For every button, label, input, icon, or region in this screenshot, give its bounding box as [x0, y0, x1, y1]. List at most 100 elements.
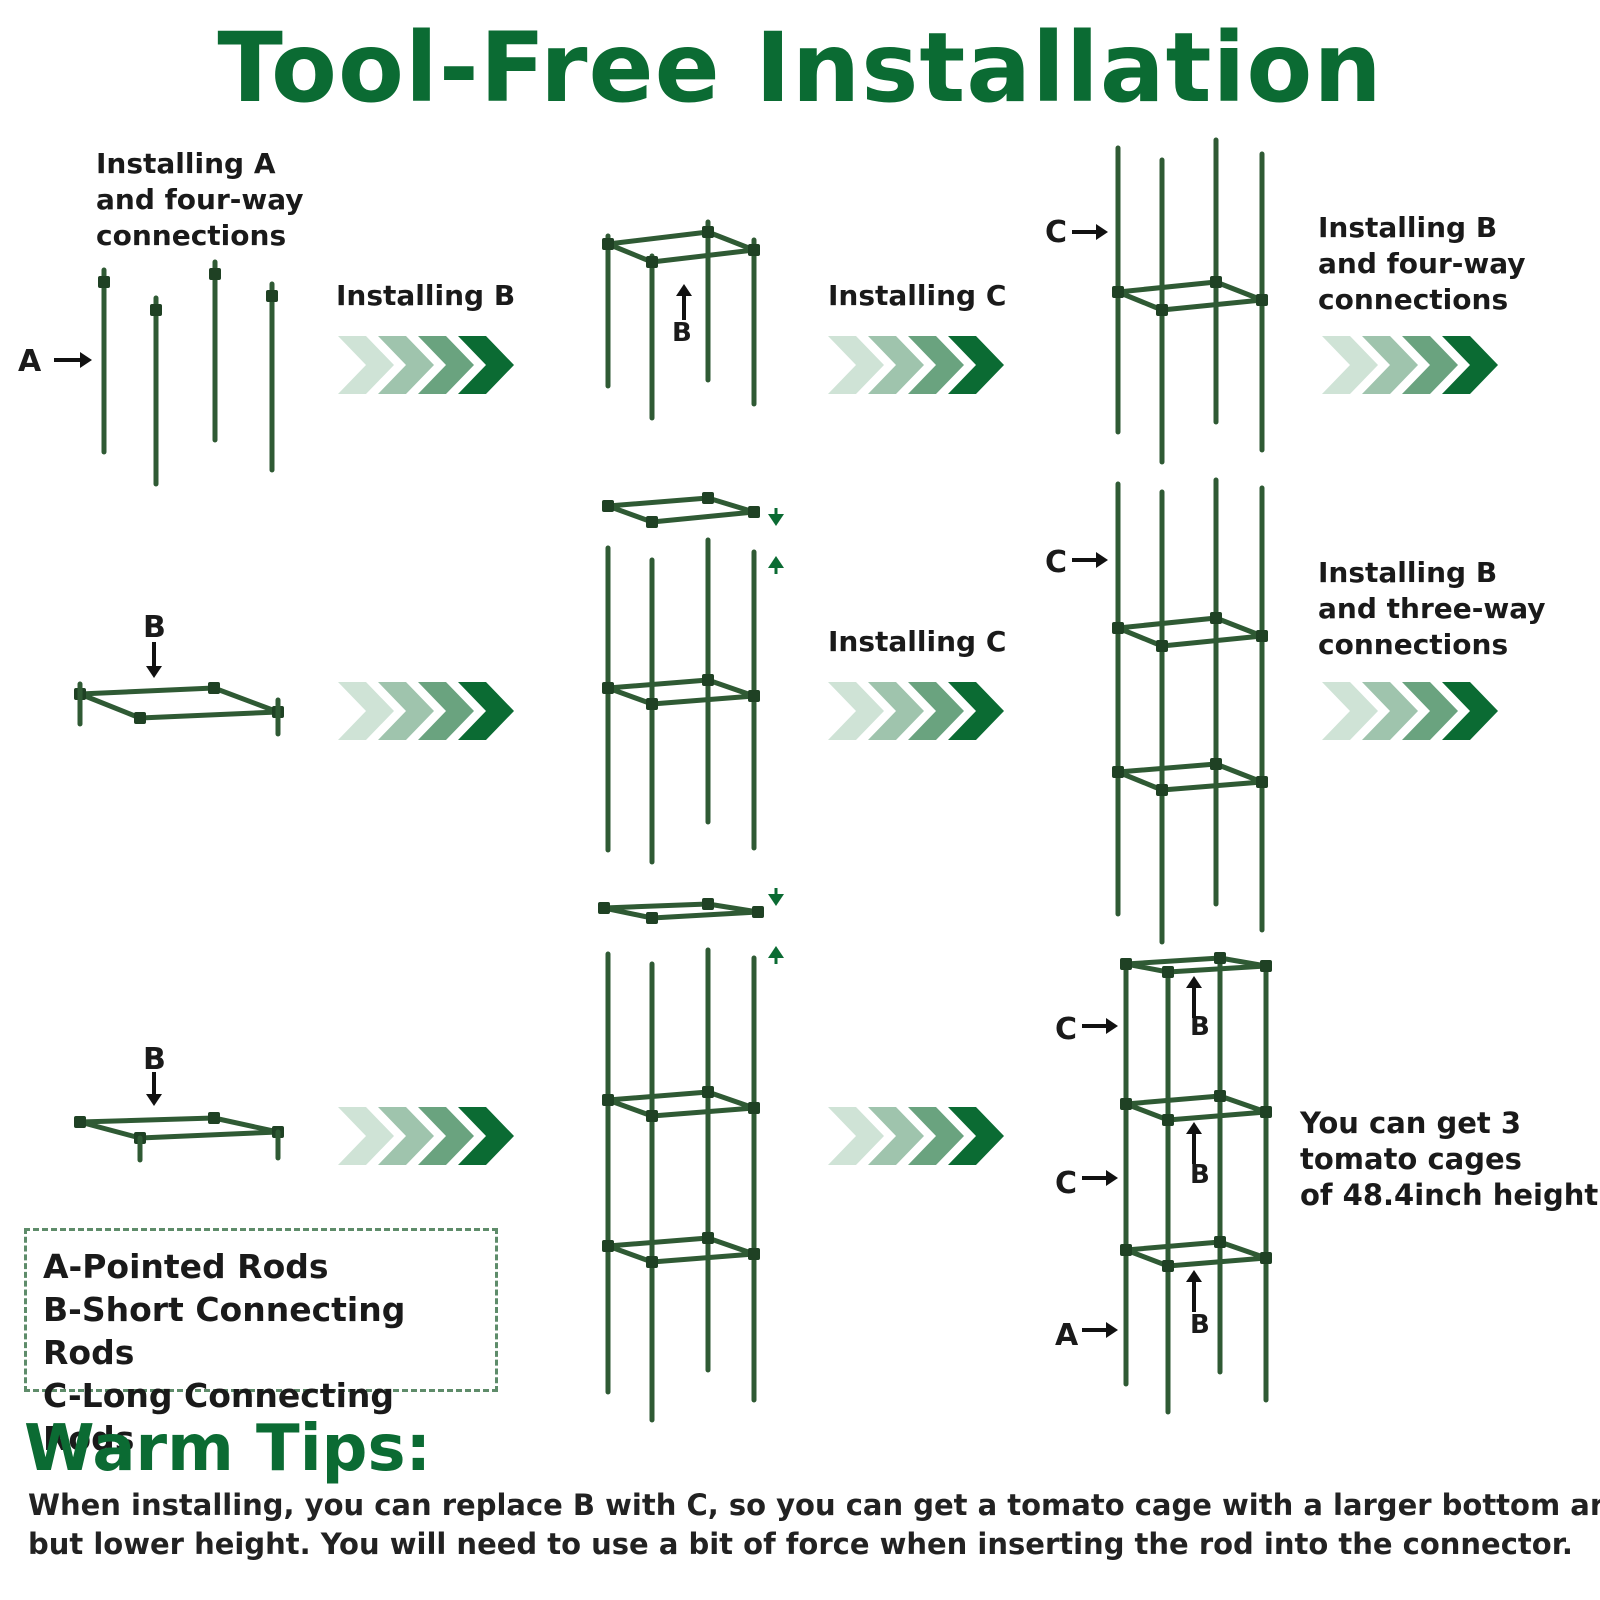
connector-joint	[266, 290, 278, 302]
rod	[1115, 625, 1165, 649]
chevron-arrow-icon	[948, 1107, 1004, 1165]
rod	[77, 685, 217, 697]
connector-joint	[646, 256, 658, 268]
connector-joint	[1260, 1106, 1272, 1118]
step-install-a-four-way: Installing A and four-way connections	[96, 146, 304, 254]
arrow-head-icon	[1096, 224, 1108, 240]
chevron-arrow-icon	[458, 1107, 514, 1165]
tips-line: When installing, you can replace B with …	[28, 1488, 1600, 1522]
chevron-arrow-icon	[868, 336, 924, 394]
legend-item-a: A-Pointed Rods	[43, 1247, 329, 1286]
connector-joint	[1162, 1260, 1174, 1272]
rod	[1123, 1239, 1223, 1253]
rod	[605, 495, 711, 509]
chevron-arrow-icon	[418, 1107, 474, 1165]
step-line: Installing B	[1318, 556, 1498, 589]
rod	[1115, 769, 1165, 793]
connector-joint	[1120, 1098, 1132, 1110]
chevron-arrow-icon	[828, 1107, 884, 1165]
rod	[1115, 615, 1219, 631]
connector-joint	[1256, 776, 1268, 788]
page-title: Tool-Free Installation	[217, 12, 1383, 124]
label-b: B	[143, 610, 166, 645]
rod	[649, 1105, 757, 1119]
connector-joint	[150, 304, 162, 316]
connector-joint	[702, 492, 714, 504]
chevron-arrow-icon	[338, 1107, 394, 1165]
chevron-arrow-icon	[868, 682, 924, 740]
rod	[1115, 289, 1165, 313]
connector-joint	[602, 238, 614, 250]
connector-joint	[702, 898, 714, 910]
label-c: C	[1045, 545, 1068, 580]
arrow-head-icon	[146, 1094, 162, 1106]
chevron-arrow-icon	[1402, 682, 1458, 740]
arrow-group	[54, 224, 1202, 1338]
connector-joint	[1256, 630, 1268, 642]
step-line: Installing A	[96, 147, 276, 180]
chevron-arrow-icon	[1442, 682, 1498, 740]
rod	[1213, 279, 1265, 303]
rod	[605, 677, 711, 691]
connector-joint	[1162, 1114, 1174, 1126]
result-line: of 48.4inch height	[1300, 1178, 1599, 1212]
connector-joint	[752, 906, 764, 918]
connector-joint	[748, 690, 760, 702]
arrow-head-icon	[768, 514, 784, 526]
rod	[605, 1235, 711, 1249]
connector-joint	[602, 1240, 614, 1252]
rod	[77, 691, 143, 721]
rod	[649, 693, 757, 707]
connector-joint	[209, 268, 221, 280]
connector-joint	[1156, 304, 1168, 316]
label-b: B	[143, 1042, 166, 1077]
chevron-arrow-icon	[828, 336, 884, 394]
rod	[1165, 963, 1269, 975]
connector-joint	[1120, 958, 1132, 970]
connector-joint	[748, 244, 760, 256]
rod	[1123, 1101, 1171, 1123]
connector-joint	[748, 1102, 760, 1114]
legend-item-b: B-Short Connecting Rods	[43, 1290, 406, 1372]
chevron-arrow-icon	[908, 682, 964, 740]
step-line: connections	[1318, 628, 1509, 661]
arrow-head-icon	[1106, 1322, 1118, 1338]
connector-joint	[1210, 758, 1222, 770]
chevron-arrow-icon	[868, 1107, 924, 1165]
connector-joint	[1156, 784, 1168, 796]
chevron-arrow-icon	[1362, 682, 1418, 740]
label-b: B	[1190, 1160, 1210, 1190]
rod	[1123, 955, 1223, 967]
connector-joint	[646, 516, 658, 528]
chevron-arrow-icon	[948, 682, 1004, 740]
chevron-group	[338, 336, 1498, 1165]
arrow-head-icon	[1106, 1018, 1118, 1034]
label-c: C	[1055, 1166, 1078, 1201]
arrow-head-icon	[1186, 1270, 1202, 1282]
chevron-arrow-icon	[338, 682, 394, 740]
chevron-arrow-icon	[1362, 336, 1418, 394]
rod	[1123, 1093, 1223, 1107]
step-install-b-three-way: Installing B and three-way connections	[1318, 555, 1546, 663]
legend-item-c: C-Long Connecting Rods	[43, 1376, 394, 1458]
chevron-arrow-icon	[338, 336, 394, 394]
step-line: connections	[96, 219, 287, 252]
connector-joint	[1210, 276, 1222, 288]
rod	[601, 901, 711, 911]
label-c: C	[1055, 1012, 1078, 1047]
result-line: tomato cages	[1300, 1142, 1522, 1176]
rod	[649, 509, 757, 525]
connector-joint	[598, 902, 610, 914]
step-install-b-four-way: Installing B and four-way connections	[1318, 210, 1526, 318]
connector-joint	[1210, 612, 1222, 624]
rod	[1165, 1255, 1269, 1269]
arrow-head-icon	[768, 894, 784, 906]
chevron-arrow-icon	[378, 336, 434, 394]
connector-joint	[208, 682, 220, 694]
rod	[605, 1097, 655, 1119]
rod	[605, 1089, 711, 1103]
rod	[1165, 1109, 1269, 1123]
step-install-b: Installing B	[336, 279, 516, 312]
chevron-arrow-icon	[908, 1107, 964, 1165]
